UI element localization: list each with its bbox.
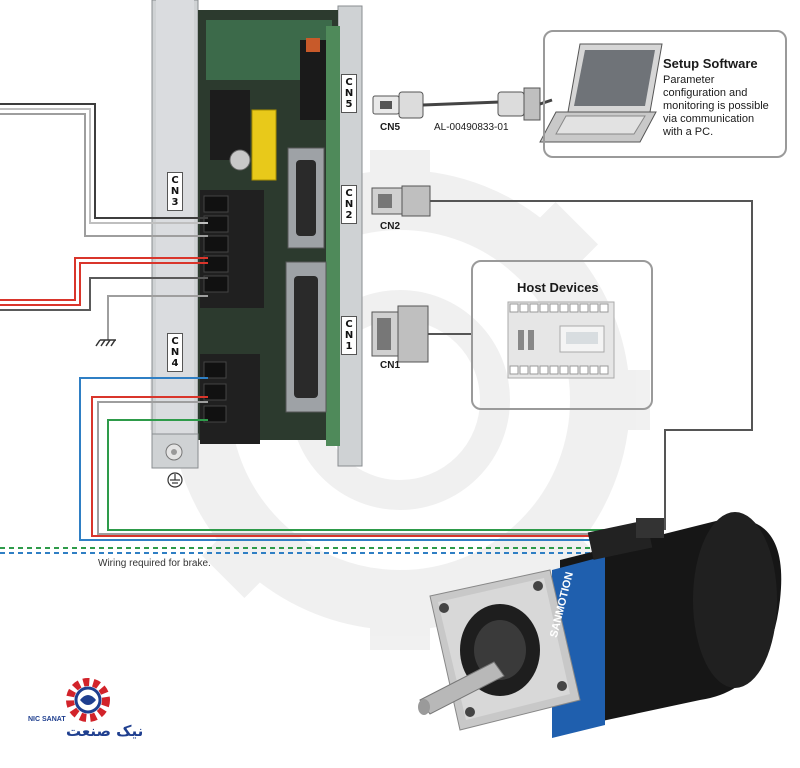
setup-software-title: Setup Software: [663, 56, 758, 71]
cn5-label: CN5: [380, 122, 401, 133]
laptop-icon: [539, 43, 663, 143]
host-devices-box: Host Devices: [471, 260, 653, 410]
logo-latin-text: NIC SANAT: [28, 716, 66, 723]
cn3-wires: [0, 103, 208, 340]
servo-motor: [418, 512, 782, 738]
cable-part-number: AL-00490833-01: [434, 122, 509, 133]
cn2-connector: [371, 185, 753, 530]
cn2-label: CN2: [380, 221, 401, 232]
cn1-label: CN1: [380, 360, 401, 371]
host-devices-title: Host Devices: [517, 280, 599, 295]
brake-wiring: [0, 547, 620, 554]
cn1-connector: [371, 305, 472, 363]
brake-wiring-note: Wiring required for brake.: [98, 558, 211, 569]
setup-software-description: Parameter configuration and monitoring i…: [663, 74, 769, 138]
driver-unit: [151, 0, 363, 469]
protective-ground-icon: [167, 472, 183, 488]
setup-software-box: Setup Software Parameter configuration a…: [543, 30, 787, 158]
signal-ground-icon: [95, 339, 116, 347]
logo-persian-text: نیک صنعت: [66, 722, 144, 740]
plc-icon: [507, 301, 615, 379]
cn5-cable: [372, 87, 553, 121]
nic-sanat-logo-icon: [66, 678, 110, 722]
